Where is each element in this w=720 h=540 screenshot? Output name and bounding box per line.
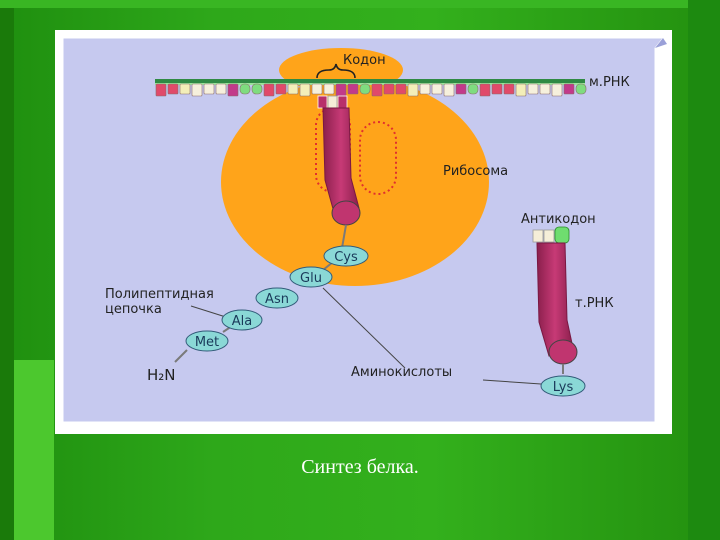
mrna-strand (155, 79, 587, 97)
mrna-base (491, 83, 503, 95)
mrna-base (167, 83, 179, 95)
label-anticodon: Антикодон (521, 212, 596, 227)
label-h2n: H₂N (147, 366, 176, 384)
mrna-base (287, 83, 299, 95)
mrna-base (419, 83, 431, 95)
mrna-base (323, 83, 335, 95)
amino-acid-glu-oval (289, 266, 333, 288)
mrna-base (215, 83, 227, 95)
label-ribosome: Рибосома (443, 164, 508, 179)
mrna-base (503, 83, 515, 95)
amino-acid-nodes (185, 245, 586, 397)
trna-bound (317, 95, 361, 226)
label-mrna: м.РНК (589, 75, 630, 90)
mrna-base (275, 83, 287, 95)
trna-free-anticodon-base-1 (532, 229, 544, 243)
amino-acid-asn-oval (255, 287, 299, 309)
trna-free-end (548, 339, 578, 365)
amino-acid-met: Met (195, 335, 219, 350)
bg-stripe-bottom-left (14, 360, 54, 540)
link-5 (174, 349, 188, 363)
mrna-base (551, 83, 563, 97)
mrna-backbone-edge (155, 83, 585, 85)
label-amino-acids: Аминокислоты (351, 365, 452, 380)
mrna-base (515, 83, 527, 97)
mrna-base (575, 83, 587, 95)
mrna-base (395, 83, 407, 95)
mrna-backbone (155, 79, 585, 83)
codon-brace (316, 63, 356, 79)
label-codon: Кодон (343, 53, 386, 68)
mrna-base (431, 83, 443, 95)
bg-stripe-top (0, 0, 720, 8)
mrna-base (299, 83, 311, 97)
amino-acid-cys-oval (323, 245, 369, 267)
trna-free (532, 226, 578, 365)
leader-amino-1 (322, 287, 406, 369)
label-polypeptide-line2: цепочка (105, 302, 162, 317)
amino-acid-cys: Cys (334, 250, 358, 265)
mrna-base (203, 83, 215, 95)
mrna-base (359, 83, 371, 95)
trna-bound-end (331, 200, 361, 226)
leader-polypeptide (190, 305, 230, 319)
amino-acid-glu: Glu (300, 271, 322, 286)
amino-acid-ala-oval (221, 309, 263, 331)
diagram-frame: Cys Glu Asn Ala Met Lys Кодон м.РНК Рибо… (55, 30, 672, 434)
mrna-base (239, 83, 251, 95)
slide-caption: Синтез белка. (301, 456, 419, 478)
amino-acid-asn: Asn (265, 292, 289, 307)
mrna-base (527, 83, 539, 95)
mrna-base (179, 83, 191, 95)
trna-free-anticodon-base-2 (543, 229, 555, 243)
trna-free-anticodon-base-3 (554, 226, 570, 244)
mrna-base (155, 83, 167, 97)
ribosome-large-subunit (221, 78, 489, 286)
protein-synthesis-diagram: Cys Glu Asn Ala Met Lys Кодон м.РНК Рибо… (62, 37, 667, 423)
mrna-base (335, 83, 347, 97)
mrna-base (371, 83, 383, 97)
mrna-base (479, 83, 491, 97)
leader-amino-2 (482, 379, 542, 385)
mrna-base (455, 83, 467, 95)
mrna-base (311, 83, 323, 95)
mrna-base (563, 83, 575, 95)
mrna-base (227, 83, 239, 97)
mrna-base (407, 83, 419, 97)
trna-bound-anticodon-base-1 (317, 95, 328, 109)
amino-acid-lys: Lys (553, 380, 574, 395)
trna-bound-anticodon-base-3 (337, 95, 348, 109)
trna-bound-anticodon-base-2 (327, 95, 338, 109)
mrna-base (347, 83, 359, 95)
bg-stripe-right (688, 0, 720, 540)
label-polypeptide-line1: Полипептидная (105, 287, 214, 302)
mrna-base (443, 83, 455, 97)
amino-acid-ala: Ala (232, 314, 252, 329)
mrna-base (383, 83, 395, 95)
amino-acid-lys-oval (540, 375, 586, 397)
label-trna: т.РНК (575, 296, 614, 311)
leader-lines (190, 287, 542, 385)
mrna-base (263, 83, 275, 97)
bg-stripe-left (0, 0, 14, 540)
mrna-base (467, 83, 479, 95)
mrna-base (251, 83, 263, 95)
mrna-base (539, 83, 551, 95)
mrna-base (191, 83, 203, 97)
ribosome-site-a (359, 121, 397, 195)
amino-acid-met-oval (185, 330, 229, 352)
panel-fold (655, 38, 667, 48)
link-1 (341, 224, 347, 249)
